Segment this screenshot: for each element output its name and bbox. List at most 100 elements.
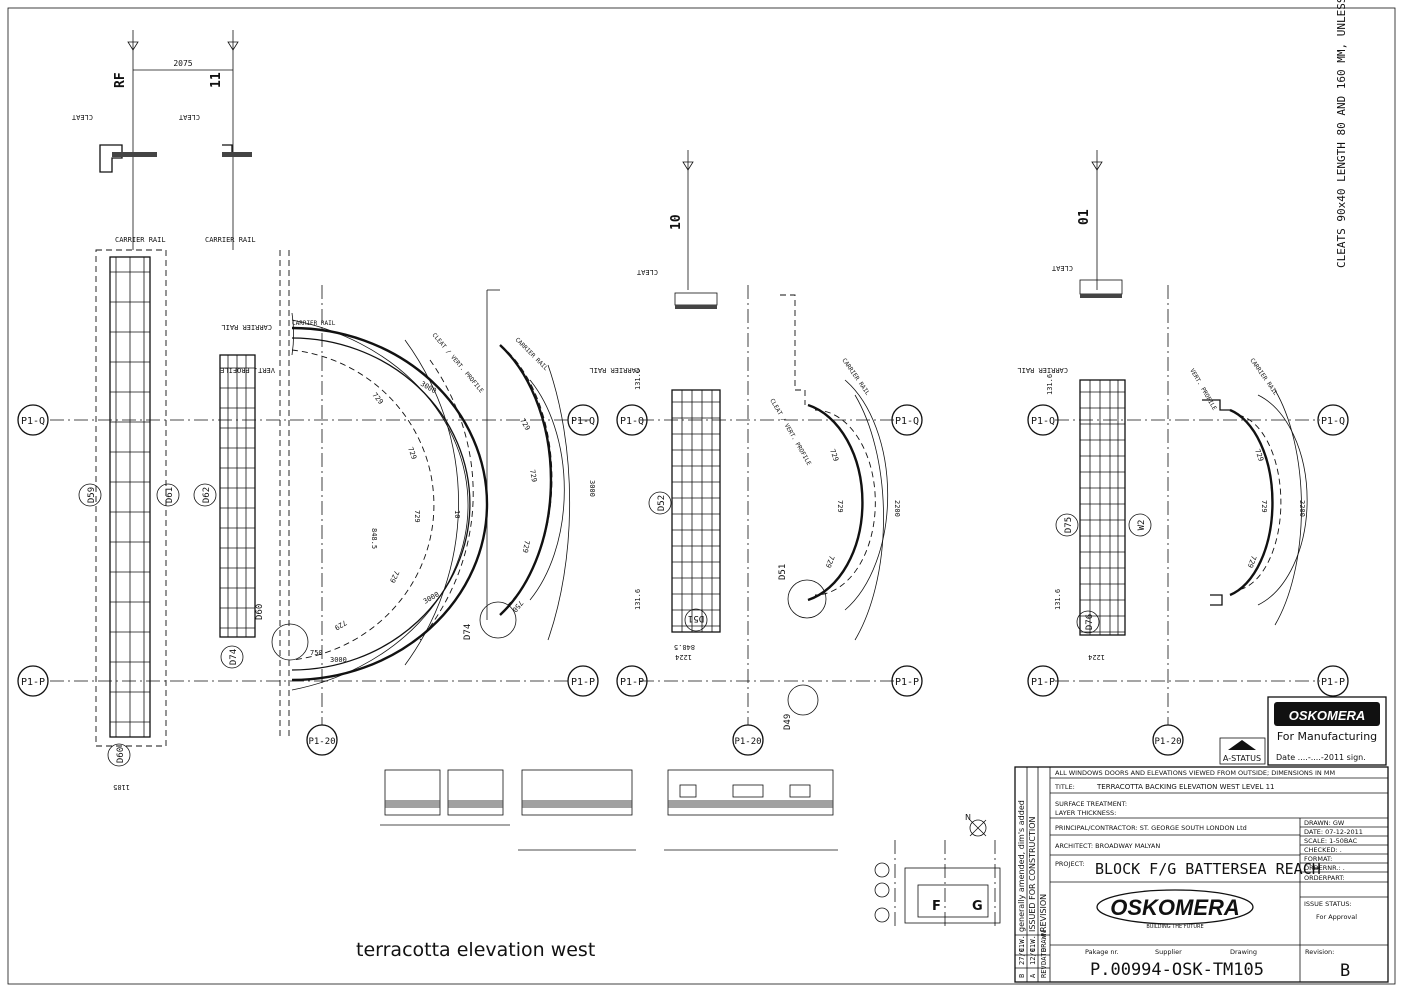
svg-text:27/01: 27/01	[1018, 944, 1026, 965]
tag-d60-arc: D60	[255, 604, 265, 620]
tag-d62: D62	[202, 487, 212, 503]
svg-text:C.W.: C.W.	[1029, 935, 1037, 952]
curved-elevation-b: D74 729 729 729 750 3000 CARRIER RAIL CL…	[430, 289, 596, 641]
grid-bubble-p1q-b-right: P1-Q	[891, 404, 923, 436]
level-01: 01	[1077, 209, 1092, 225]
svg-text:CARRIER RAIL: CARRIER RAIL	[1017, 366, 1068, 374]
svg-text:729: 729	[333, 618, 348, 631]
svg-text:131.6: 131.6	[634, 369, 642, 390]
svg-text:3000: 3000	[588, 480, 596, 497]
svg-text:CLEAT / VERT. PROFILE: CLEAT / VERT. PROFILE	[768, 398, 812, 468]
north-arrow: N	[965, 813, 971, 822]
grid-bubble-p120-a: P1-20	[306, 724, 338, 756]
svg-text:2200: 2200	[1298, 500, 1306, 517]
svg-text:B: B	[1018, 974, 1026, 978]
svg-text:FORMAT:: FORMAT:	[1304, 855, 1332, 863]
revision-letter: B	[1340, 961, 1350, 981]
svg-text:LAYER THICKNESS:: LAYER THICKNESS:	[1055, 809, 1116, 817]
svg-text:P1-Q: P1-Q	[1031, 416, 1055, 427]
svg-text:CLEAT: CLEAT	[1051, 264, 1073, 272]
svg-text:BUILDING THE FUTURE: BUILDING THE FUTURE	[1146, 924, 1203, 930]
svg-text:1185: 1185	[113, 783, 130, 791]
level-section-10: 10 CLEAT CARRIER RAIL	[589, 150, 718, 374]
svg-text:CARRIER RAIL: CARRIER RAIL	[292, 320, 336, 327]
grid-bubble-p1p-a: P1-P	[567, 665, 599, 697]
svg-text:131.6: 131.6	[1046, 374, 1054, 395]
svg-text:729: 729	[388, 569, 401, 584]
svg-text:Pakage nr.: Pakage nr.	[1085, 948, 1119, 956]
svg-text:Drawing: Drawing	[1230, 948, 1257, 956]
svg-text:P1-P: P1-P	[620, 677, 644, 688]
svg-text:CARRIER RAIL: CARRIER RAIL	[205, 236, 256, 244]
svg-text:P1-P: P1-P	[571, 677, 595, 688]
svg-text:ISSUE STATUS:: ISSUE STATUS:	[1304, 900, 1352, 908]
title-block: B A REV 27/01 12/01 DATE C.W. C.W. DRAWN…	[1014, 766, 1389, 983]
window-d62: D62 D74 CARRIER RAIL VERT. PROFILE	[193, 250, 290, 740]
svg-text:Supplier: Supplier	[1155, 948, 1182, 956]
stamp-date: Date ....-....-2011 sign.	[1276, 753, 1366, 762]
svg-text:CARRIER RAIL: CARRIER RAIL	[115, 236, 166, 244]
svg-text:729: 729	[413, 510, 421, 523]
svg-text:729: 729	[828, 448, 840, 463]
grid-bubble-p1q-b-left: P1-Q	[616, 404, 648, 436]
gridlines	[50, 285, 1320, 725]
svg-text:P1-P: P1-P	[1321, 677, 1345, 688]
grid-bubble-p120-b: P1-20	[732, 724, 764, 756]
window-d75: D75 W2 D76 131.6 131.6 1224	[1046, 374, 1152, 661]
oskomera-logo: OSKOMERA BUILDING THE FUTURE	[1096, 889, 1254, 930]
svg-text:CARRIER RAIL: CARRIER RAIL	[589, 366, 640, 374]
svg-text:729: 729	[1260, 500, 1268, 513]
revision-a-text: ISSUED FOR CONSTRUCTION	[1028, 816, 1037, 932]
svg-text:131.6: 131.6	[634, 589, 642, 610]
svg-text:DRAWN: GW: DRAWN: GW	[1304, 819, 1345, 827]
drawing-title: terracotta elevation west	[356, 939, 595, 961]
svg-text:P1-20: P1-20	[1154, 737, 1181, 747]
curved-elevation-d: 729 729 729 2200 VERT. PROFILE CARRIER R…	[1188, 357, 1308, 626]
level-11: 11	[209, 72, 224, 88]
title-block-project: BLOCK F/G BATTERSEA REACH	[1095, 860, 1321, 878]
window-d52: D52 D51 131.6 131.6 848.5 1224	[634, 369, 721, 661]
tag-d61: D61	[165, 487, 175, 503]
svg-text:DRAWN: DRAWN	[1040, 931, 1048, 952]
svg-text:OSKOMERA: OSKOMERA	[1110, 895, 1240, 920]
manufacturing-stamp: OSKOMERA For Manufacturing Date ....-...…	[1219, 696, 1387, 766]
tag-d59: D59	[87, 487, 97, 503]
svg-text:TITLE:: TITLE:	[1054, 783, 1075, 791]
window-d59: D59 D61 D60 1185	[78, 249, 180, 791]
svg-text:P1-Q: P1-Q	[1321, 416, 1345, 427]
grid-bubble-p1p-b-left: P1-P	[616, 665, 648, 697]
tag-w2: W2	[1137, 520, 1147, 531]
svg-text:P1-P: P1-P	[1031, 677, 1055, 688]
level-section-rf-11: 2075 RF 11 CLEAT CLEAT CARRIER RAIL CARR…	[71, 30, 256, 250]
key-plan: F G N	[874, 813, 1001, 930]
title-block-architect: ARCHITECT: BROADWAY MALYAN	[1055, 842, 1160, 850]
svg-text:SURFACE TREATMENT:: SURFACE TREATMENT:	[1055, 800, 1127, 808]
svg-text:CLEAT: CLEAT	[71, 113, 93, 121]
svg-text:1224: 1224	[1088, 653, 1105, 661]
title-block-title: TERRACOTTA BACKING ELEVATION WEST LEVEL …	[1096, 783, 1275, 791]
svg-text:CARRIER RAIL: CARRIER RAIL	[221, 323, 272, 331]
level-section-01: 01 CLEAT CARRIER RAIL	[1017, 150, 1123, 374]
svg-text:CLEAT / VERT. PROFILE: CLEAT / VERT. PROFILE	[430, 332, 484, 395]
svg-text:P1-Q: P1-Q	[571, 416, 595, 427]
svg-text:P1-20: P1-20	[308, 737, 335, 747]
issue-status: For Approval	[1316, 913, 1357, 921]
tag-d51-a: D51	[688, 613, 704, 623]
svg-text:729: 729	[528, 469, 538, 483]
svg-text:729: 729	[521, 540, 531, 554]
svg-text:12/01: 12/01	[1029, 944, 1037, 965]
svg-text:729: 729	[406, 446, 418, 461]
tag-d60-bottom: D60	[116, 747, 126, 763]
svg-text:P1-P: P1-P	[21, 677, 45, 688]
level-rf: RF	[113, 72, 128, 88]
tag-d75: D75	[1064, 517, 1074, 533]
drawing-number: P.00994-OSK-TM105	[1090, 960, 1264, 980]
svg-text:P1-Q: P1-Q	[895, 416, 919, 427]
svg-text:729: 729	[370, 391, 384, 406]
svg-text:VERT. PROFILE: VERT. PROFILE	[220, 366, 275, 374]
block-f: F	[932, 899, 941, 914]
svg-text:CLEAT: CLEAT	[636, 268, 658, 276]
grid-bubble-p1p-c-right: P1-P	[1317, 665, 1349, 697]
svg-text:750: 750	[310, 649, 323, 657]
